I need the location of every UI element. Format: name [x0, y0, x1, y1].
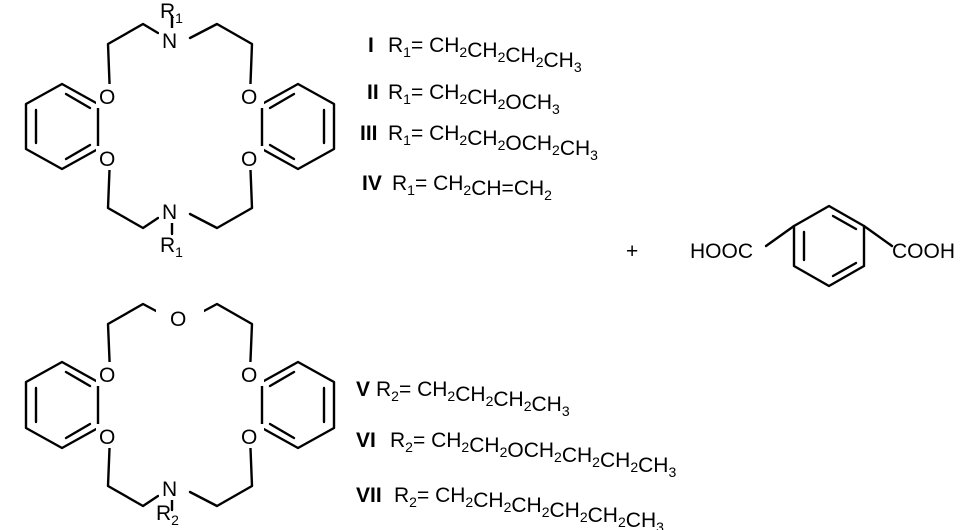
- compound-numeral: VI: [356, 429, 376, 452]
- compound-numeral: II: [367, 81, 379, 104]
- oxygen-atom: O: [99, 148, 115, 171]
- nitrogen-atom: N: [162, 30, 177, 53]
- terephthalic-acid: + HOOC COOH: [626, 204, 955, 288]
- compound-numeral: I: [368, 34, 374, 57]
- carboxylic-acid-group-left: HOOC: [690, 240, 753, 263]
- oxygen-atom: O: [241, 364, 257, 387]
- compound-formula: R2= CH2CH2OCH2CH2CH2CH3: [390, 429, 676, 480]
- compound-numeral: IV: [362, 172, 382, 195]
- r2-substituent-label: R2: [156, 502, 179, 528]
- plus-sign: +: [626, 240, 638, 263]
- carboxylic-acid-group-right: COOH: [892, 240, 955, 263]
- compound-numeral: V: [356, 378, 370, 401]
- oxygen-atom: O: [241, 86, 257, 109]
- nitrogen-atom: N: [162, 478, 177, 501]
- bottom-macrocycle: O O O O O N R2: [24, 302, 336, 528]
- oxygen-atom: O: [99, 364, 115, 387]
- oxygen-atom: O: [170, 308, 186, 331]
- oxygen-atom: O: [99, 86, 115, 109]
- compound-numeral: VII: [356, 484, 382, 507]
- oxygen-atom: O: [99, 426, 115, 449]
- nitrogen-atom: N: [162, 201, 177, 224]
- compound-formula: R1= CH2CH2OCH2CH3: [388, 122, 598, 163]
- top-macrocycle: O O O O N N R1 R1: [24, 0, 336, 260]
- compound-formula: R1= CH2CH=CH2: [392, 172, 552, 203]
- oxygen-atom: O: [241, 426, 257, 449]
- compound-formula: R2= CH2CH2CH2CH2CH2CH3: [394, 484, 664, 530]
- compound-numeral: III: [360, 122, 378, 145]
- compound-formula: R2= CH2CH2CH2CH3: [376, 378, 570, 419]
- compound-formula: R1= CH2CH2OCH3: [388, 81, 560, 117]
- oxygen-atom: O: [241, 148, 257, 171]
- r1-substituent-label: R1: [160, 0, 183, 26]
- r1-substituent-label: R1: [160, 234, 183, 260]
- compound-formula: R1= CH2CH2CH2CH3: [388, 34, 582, 75]
